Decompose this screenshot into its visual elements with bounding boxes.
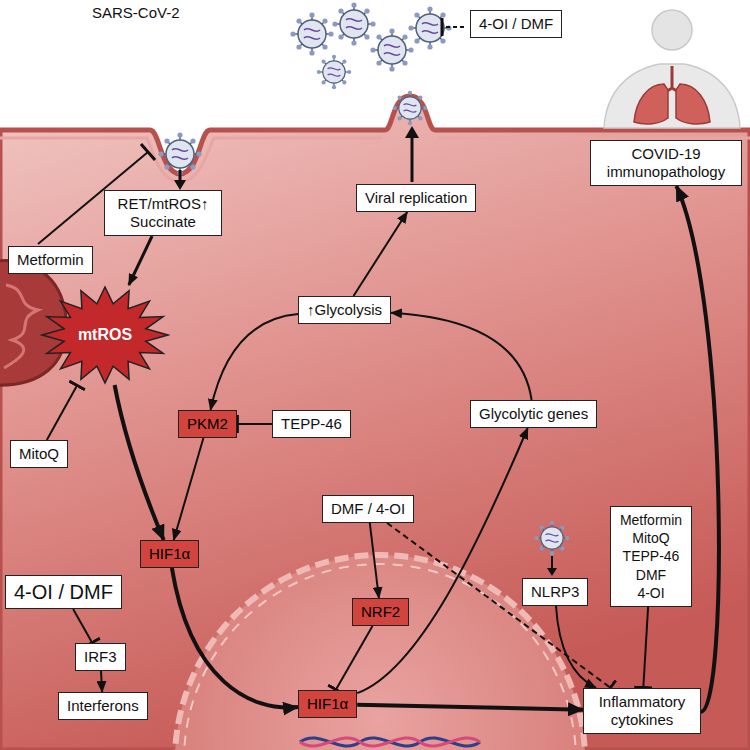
node-text: Interferons xyxy=(67,697,139,715)
protein-box: HIF1α xyxy=(140,540,199,568)
arrow-connector xyxy=(676,186,719,712)
arrow-connector xyxy=(357,705,583,710)
arrowhead xyxy=(405,126,419,138)
arrow-connector xyxy=(101,671,102,692)
drug-box: 4-OI / DMF xyxy=(470,10,562,38)
outcome-box: COVID-19 immunopathology xyxy=(590,140,742,186)
dna-strand xyxy=(300,738,480,746)
arrow-connector xyxy=(357,428,528,693)
ros-starburst: mtROS xyxy=(40,285,170,385)
sensing-arrow xyxy=(551,556,553,570)
drug-box: 4-OI / DMF xyxy=(5,575,122,609)
arrow-connector xyxy=(129,236,152,285)
process-box: Viral replication xyxy=(356,184,476,212)
dashed-inhibition xyxy=(446,26,466,28)
protein-box: PKM2 xyxy=(178,410,237,438)
node-text: Metformin xyxy=(17,251,84,269)
node-text: Metformin MitoQ TEPP-46 DMF 4-OI xyxy=(617,511,685,602)
protein-box: NRF2 xyxy=(352,598,409,626)
human-lungs-figure xyxy=(604,10,740,128)
dna-strand xyxy=(300,738,480,746)
inhibition-bar xyxy=(441,18,444,36)
node-text: DMF / 4-OI xyxy=(331,500,405,518)
inhibition-bar xyxy=(141,144,155,160)
inhibition-connector xyxy=(73,609,92,643)
node-text: IRF3 xyxy=(84,648,117,666)
arrow-connector xyxy=(211,314,299,410)
node-text: 4-OI / DMF xyxy=(479,15,553,33)
node-text: RET/mtROS↑ Succinate xyxy=(113,195,213,231)
node-text: TEPP-46 xyxy=(281,415,342,433)
mitochondrion-cristae xyxy=(4,285,38,368)
arrow-connector xyxy=(172,568,298,708)
node-text: ↑Glycolysis xyxy=(307,301,382,319)
arrowhead xyxy=(174,180,186,190)
node-text: HIF1α xyxy=(149,545,190,563)
arrow-connector xyxy=(370,523,379,598)
node-text: COVID-19 immunopathology xyxy=(599,145,733,181)
process-box: Inflammatory cytokines xyxy=(583,688,701,734)
arrow-connector xyxy=(391,313,532,400)
arrow-connector xyxy=(556,606,596,688)
process-box: RET/mtROS↑ Succinate xyxy=(104,190,222,236)
node-text: PKM2 xyxy=(187,415,228,433)
inhibition-connector xyxy=(643,607,648,688)
drug-box: TEPP-46 xyxy=(272,410,351,438)
protein-box: HIF1α xyxy=(298,690,357,718)
drug-box: Metformin xyxy=(8,246,93,274)
virus-label: SARS-CoV-2 xyxy=(92,4,180,21)
node-text: Viral replication xyxy=(365,189,467,207)
arrow-connector xyxy=(115,385,164,540)
protein-box: IRF3 xyxy=(75,643,126,671)
starburst-outline xyxy=(42,287,168,383)
inhibition-connector xyxy=(237,423,272,425)
node-text: HIF1α xyxy=(307,695,348,713)
node-text: Glycolytic genes xyxy=(479,405,588,423)
inhibition-connector xyxy=(387,523,611,688)
drug-box: DMF / 4-OI xyxy=(322,495,414,523)
drug-box: MitoQ xyxy=(10,440,68,468)
nuclear-envelope xyxy=(184,564,576,750)
protein-box: NLRP3 xyxy=(522,578,588,606)
arrowhead xyxy=(547,568,557,576)
process-box: ↑Glycolysis xyxy=(298,296,391,324)
release-arrow xyxy=(411,136,414,182)
process-box: Interferons xyxy=(58,692,148,720)
inhibition-connector xyxy=(336,626,373,690)
node-text: Inflammatory cytokines xyxy=(592,693,692,729)
inhibition-connector xyxy=(47,385,78,440)
node-text: NRF2 xyxy=(361,603,400,621)
arrow-connector xyxy=(354,212,408,296)
drug-list-box: Metformin MitoQ TEPP-46 DMF 4-OI xyxy=(610,506,692,607)
process-box: Glycolytic genes xyxy=(470,400,597,428)
node-text: mtROS xyxy=(78,325,132,344)
node-text: MitoQ xyxy=(19,445,59,463)
arrow-connector xyxy=(174,438,204,540)
node-text: NLRP3 xyxy=(531,583,579,601)
node-text: 4-OI / DMF xyxy=(14,580,113,604)
